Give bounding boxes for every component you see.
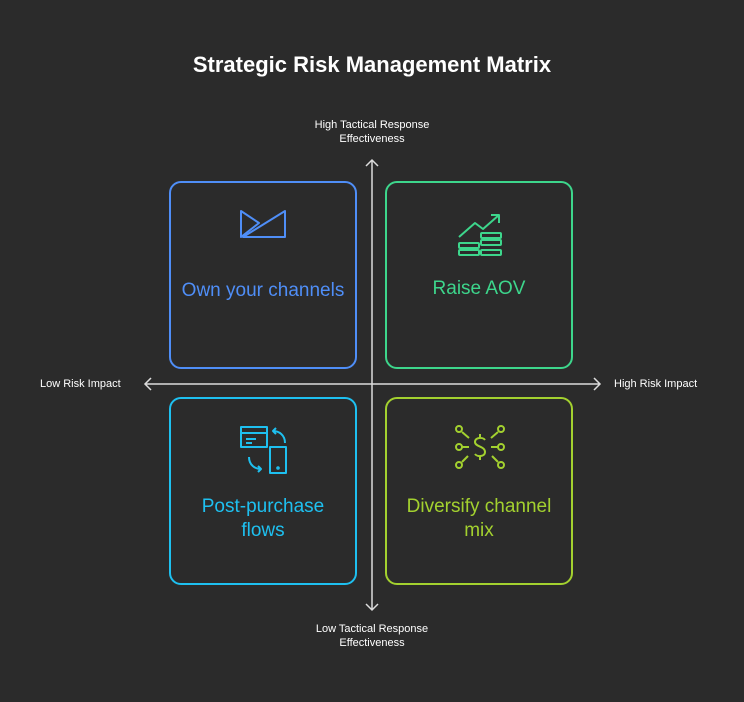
axis-label-right: High Risk Impact: [614, 378, 698, 390]
quadrant-label: Diversify channel mix: [406, 496, 552, 541]
quadrant-label: Raise AOV: [432, 278, 526, 299]
quadrant-label: Own your channels: [181, 280, 345, 301]
axis-label-left: Low Risk Impact: [40, 378, 121, 390]
quadrant-label: Post-purchase flows: [201, 496, 325, 541]
quadrant-raise-aov: Raise AOV: [385, 181, 573, 369]
axis-label-bottom: Low Tactical Response Effectiveness: [315, 623, 429, 649]
paper-plane-icon: [240, 210, 286, 238]
card-phone-sync-icon: [240, 426, 287, 474]
quadrant-post-purchase: Post-purchase flows: [169, 397, 357, 585]
quadrant-own-channels: Own your channels: [169, 181, 357, 369]
page-title: Strategic Risk Management Matrix: [192, 52, 552, 77]
dollar-network-icon: [455, 425, 505, 469]
quadrant-diversify: Diversify channel mix: [385, 397, 573, 585]
coins-growth-icon: [458, 214, 502, 256]
axis-label-top: High Tactical Response Effectiveness: [314, 119, 430, 145]
